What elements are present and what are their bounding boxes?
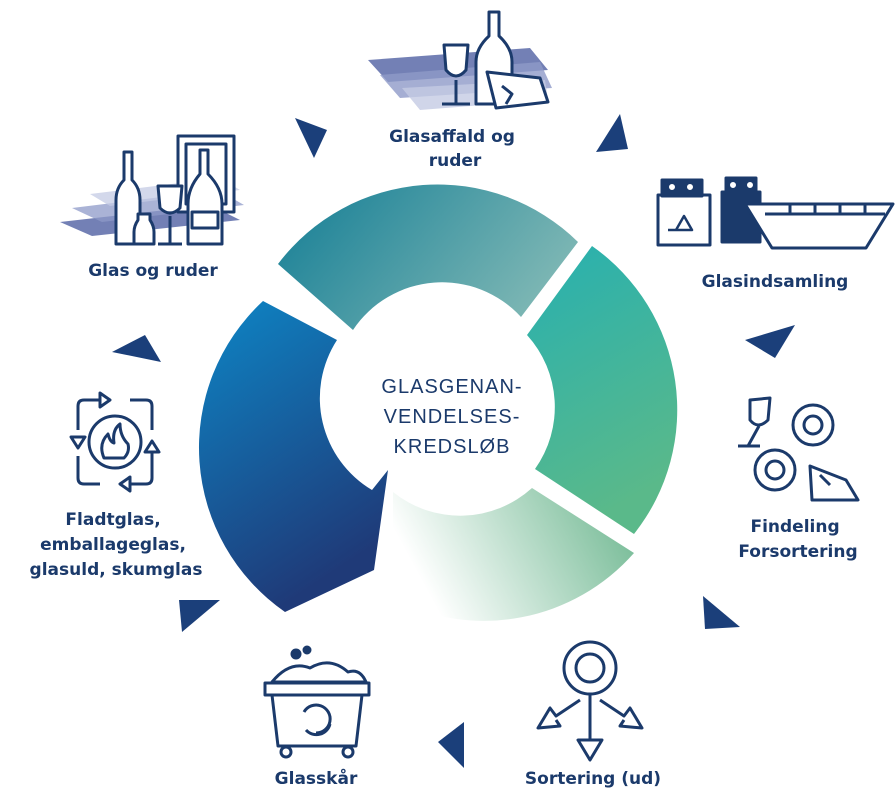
stage-glasaffald-label: Glasaffald og ruder xyxy=(389,127,521,171)
arrow-triangle-5 xyxy=(438,722,464,768)
stage-sortering-label: Sortering (ud) xyxy=(525,769,661,789)
stage-glasindsamling-label: Glasindsamling xyxy=(702,272,849,292)
stage-fladtglas: Fladtglas, emballageglas, glasuld, skumg… xyxy=(30,391,203,580)
ring-segment-bottom xyxy=(393,488,634,621)
stage-glasaffald: Glasaffald og ruder xyxy=(368,10,552,171)
sorting-gear-icon xyxy=(536,640,644,762)
arrow-triangle-1 xyxy=(295,118,327,158)
collection-container-icon xyxy=(656,176,895,250)
broken-glass-bottles-icon xyxy=(368,10,552,110)
arrow-triangle-6 xyxy=(179,600,220,632)
stage-glas-ruder: Glas og ruder xyxy=(60,134,244,281)
bottles-windows-icon xyxy=(60,134,244,246)
stage-glasaffald-label-line-1: Glasaffald og xyxy=(389,127,515,147)
stage-glasskaar-label-line-1: Glasskår xyxy=(275,767,358,789)
arrow-triangle-4 xyxy=(703,596,740,629)
cullet-bin-icon xyxy=(263,645,371,759)
arrow-triangle-7 xyxy=(112,335,161,362)
stage-glas-ruder-label: Glas og ruder xyxy=(88,261,218,281)
ring-segment-right xyxy=(527,246,678,534)
stage-sortering: Sortering (ud) xyxy=(525,640,661,789)
crushing-gears-icon xyxy=(738,396,860,502)
center-title: GLASGENAN- VENDELSES- KREDSLØB xyxy=(381,376,522,458)
stage-fladtglas-label-line-3: glasuld, skumglas xyxy=(30,560,203,580)
center-title-line-3: KREDSLØB xyxy=(394,436,511,458)
stage-glasaffald-label-line-2: ruder xyxy=(429,151,482,171)
stage-sortering-label-line-1: Sortering (ud) xyxy=(525,769,661,789)
arrow-triangle-3 xyxy=(745,325,795,358)
stage-glasindsamling-label-line-1: Glasindsamling xyxy=(702,272,849,292)
stage-glasskaar-label: Glasskår xyxy=(275,767,358,789)
stage-glasskaar: Glasskår xyxy=(263,645,371,789)
center-title-line-2: VENDELSES- xyxy=(384,406,521,428)
ring-segment-top xyxy=(278,184,578,330)
melting-furnace-icon xyxy=(69,391,161,493)
stage-glasindsamling: Glasindsamling xyxy=(656,176,895,292)
arrow-triangle-2 xyxy=(596,114,628,152)
stage-findeling-label: Findeling Forsortering xyxy=(738,517,857,562)
cycle-ring xyxy=(198,184,678,621)
stage-findeling: Findeling Forsortering xyxy=(738,396,860,562)
stage-fladtglas-label-line-2: emballageglas, xyxy=(40,535,186,555)
stage-fladtglas-label-line-1: Fladtglas, xyxy=(65,510,160,530)
center-title-line-1: GLASGENAN- xyxy=(381,376,522,398)
ring-segment-left-arrow xyxy=(198,301,388,612)
stage-findeling-label-line-1: Findeling xyxy=(750,517,839,537)
stage-glas-ruder-label-line-1: Glas og ruder xyxy=(88,261,218,281)
stage-fladtglas-label: Fladtglas, emballageglas, glasuld, skumg… xyxy=(30,510,203,580)
stage-findeling-label-line-2: Forsortering xyxy=(738,542,857,562)
direction-arrows xyxy=(112,114,795,768)
